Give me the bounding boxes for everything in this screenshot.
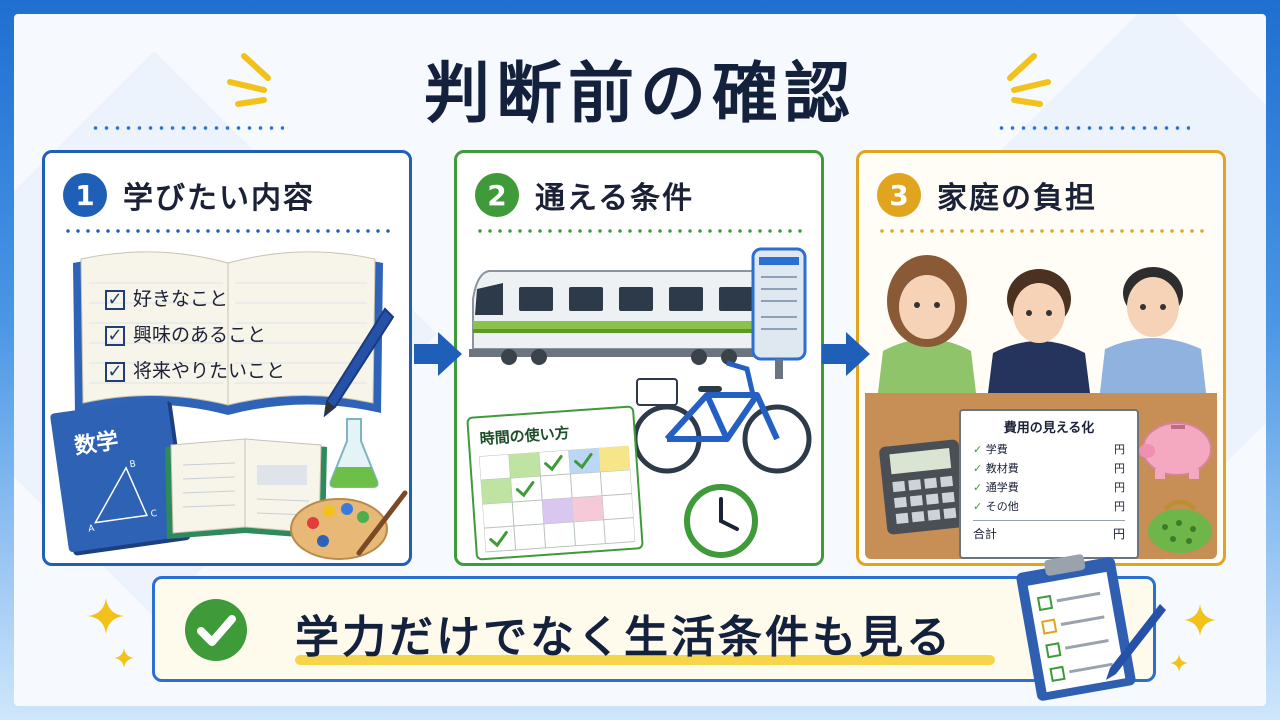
left-rays-icon (227, 53, 271, 107)
checklist-item: ✓興味のあること (105, 317, 285, 353)
card-divider (877, 229, 1205, 233)
math-book: 数学 A B C (49, 397, 187, 553)
total-row: 合計 円 (973, 520, 1125, 544)
check-icon: ✓ (973, 462, 986, 475)
card-title: 学びたい内容 (123, 181, 315, 216)
card-divider (475, 229, 803, 233)
arrow-right-icon (414, 332, 462, 376)
step-number-badge: 2 (475, 173, 519, 217)
bottom-message-banner: 学力だけでなく生活条件も見る (152, 576, 1156, 682)
open-notebook-illustration (73, 251, 383, 415)
station-sign-icon (751, 247, 807, 379)
check-icon: ✓ (973, 443, 986, 456)
cost-row: ✓ その他 円 (973, 500, 1125, 513)
cost-row: ✓ 通学費 円 (973, 481, 1125, 494)
calendar: 時間の使い方 (466, 405, 644, 561)
svg-text:A: A (88, 524, 96, 535)
card-title: 通える条件 (535, 181, 695, 216)
bicycle-icon (632, 360, 812, 474)
paint-palette-icon (290, 490, 408, 560)
sparkle-icon (88, 598, 124, 634)
calculator-icon (879, 439, 967, 535)
card-header: 2 通える条件 (475, 173, 694, 217)
checkbox-icon: ✓ (105, 326, 125, 346)
card-commute-conditions: 2 通える条件 時間の使い方 (454, 150, 824, 566)
check-icon: ✓ (973, 481, 986, 494)
step-number-badge: 1 (63, 173, 107, 217)
card-header: 1 学びたい内容 (63, 173, 315, 217)
sparkle-icon (1170, 654, 1188, 672)
train-illustration (469, 270, 769, 365)
card-title: 家庭の負担 (937, 181, 1097, 216)
checklist-item: ✓将来やりたいこと (105, 353, 285, 389)
sparkle-icon (1184, 604, 1216, 636)
flask-icon (329, 418, 379, 488)
triangle-icon: A B C (88, 459, 158, 535)
coin-purse-icon (1148, 500, 1212, 553)
slide-frame: 判断前の確認 1 学びたい内容 ✓好きなこと ✓興味のあること (14, 14, 1266, 706)
checklist-item: ✓好きなこと (105, 281, 285, 317)
sheet-title: 費用の見える化 (1003, 421, 1095, 436)
card-learning-content: 1 学びたい内容 ✓好きなこと ✓興味のあること ✓将来やりたいこと (42, 150, 412, 566)
checkbox-icon: ✓ (105, 290, 125, 310)
cost-row: ✓ 教材費 円 (973, 462, 1125, 475)
open-textbook-illustration (165, 438, 327, 539)
card-family-burden: 3 家庭の負担 (856, 150, 1226, 566)
card-header: 3 家庭の負担 (877, 173, 1097, 217)
svg-text:B: B (129, 459, 137, 470)
highlight-underline (295, 655, 995, 665)
arrow-right-icon (822, 332, 870, 376)
calendar-label: 時間の使い方 (479, 423, 571, 449)
checklist: ✓好きなこと ✓興味のあること ✓将来やりたいこと (105, 281, 285, 389)
title-divider-left (90, 126, 284, 130)
family-illustration (877, 255, 1207, 401)
check-icon: ✓ (973, 500, 986, 513)
calendar-grid (478, 445, 636, 553)
pen-icon (323, 307, 395, 418)
bottom-message: 学力だけでなく生活条件も見る (295, 612, 953, 663)
piggy-bank-icon (1139, 422, 1212, 479)
cost-list: ✓ 学費 円 ✓ 教材費 円 ✓ 通学費 円 ✓ その他 円 合計 円 (961, 436, 1137, 544)
cost-row: ✓ 学費 円 (973, 443, 1125, 456)
card-divider (63, 229, 391, 233)
book-label: 数学 (72, 428, 121, 460)
cost-sheet: 費用の見える化 ✓ 学費 円 ✓ 教材費 円 ✓ 通学費 円 ✓ その他 円 (959, 409, 1139, 559)
clock-icon (684, 484, 758, 558)
right-rays-icon (1007, 53, 1051, 107)
page-title: 判断前の確認 (424, 55, 856, 132)
step-number-badge: 3 (877, 173, 921, 217)
checkbox-icon: ✓ (105, 362, 125, 382)
clipboard-checklist-icon (1016, 554, 1166, 701)
check-circle-icon (185, 599, 247, 661)
title-divider-right (996, 126, 1190, 130)
svg-text:C: C (150, 509, 158, 520)
sparkle-icon (114, 648, 134, 668)
